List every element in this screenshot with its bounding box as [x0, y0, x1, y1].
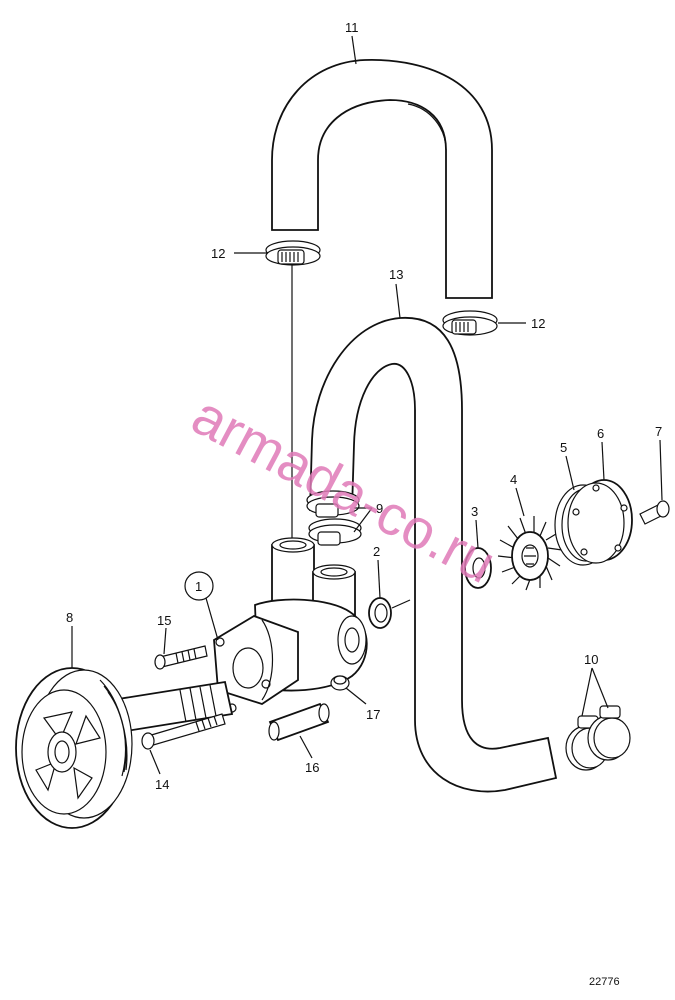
callout-5: 5: [560, 440, 567, 455]
screw-7: [639, 500, 670, 525]
callout-11: 11: [345, 20, 359, 35]
callout-6: 6: [597, 426, 604, 441]
callout-9: 9: [376, 501, 383, 516]
impeller-4: [497, 516, 563, 591]
callout-14: 14: [155, 777, 169, 792]
sleeve-16: [268, 702, 330, 742]
callout-3: 3: [471, 504, 478, 519]
callout-labels: 11 12 12 13 9 2 1 3 4 5 6 7 8 15 10 17 1…: [66, 20, 662, 792]
hose-clamp-9: [306, 490, 362, 546]
hose-clamp-10: [565, 705, 631, 771]
callout-16: 16: [305, 760, 319, 775]
callout-15: 15: [157, 613, 171, 628]
callout-12-upper: 12: [211, 246, 225, 261]
hose-clamp-12-upper: [265, 240, 321, 266]
screw-15: [154, 645, 208, 670]
plug-17: [330, 675, 350, 691]
callout-13: 13: [389, 267, 403, 282]
pulley-8: [15, 667, 234, 829]
callout-12-lower: 12: [531, 316, 545, 331]
hose-11: [271, 59, 493, 299]
pump-body-1: [213, 537, 368, 713]
hose-13: [309, 317, 558, 793]
callout-4: 4: [510, 472, 517, 487]
o-ring-2: [368, 597, 411, 629]
figure-number: 22776: [589, 976, 620, 988]
callout-10: 10: [584, 652, 598, 667]
callout-7: 7: [655, 424, 662, 439]
callout-17: 17: [366, 707, 380, 722]
cover-6: [567, 479, 633, 564]
callout-8: 8: [66, 610, 73, 625]
callout-1: 1: [195, 579, 202, 594]
hose-clamp-12-lower: [442, 310, 498, 336]
leader-lines: [71, 35, 663, 775]
screw-14: [141, 713, 226, 750]
callout-2: 2: [373, 544, 380, 559]
callout-circle-1: [184, 571, 214, 601]
